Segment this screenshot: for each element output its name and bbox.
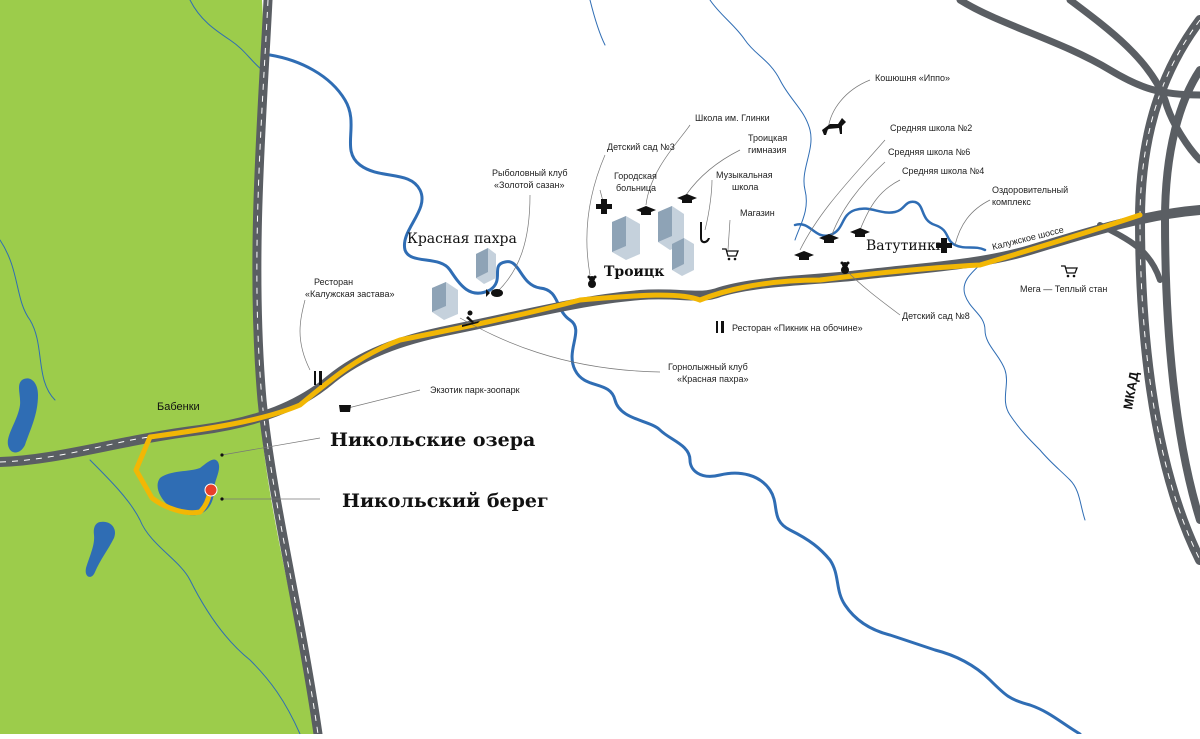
forest-stream [0,239,56,401]
label-nikolskie-ozera[interactable]: Никольские озера [330,429,535,451]
shopping-cart-icon[interactable] [722,248,739,261]
poi-bolnitsa: Городская [614,171,657,181]
label-nikolsky-bereg[interactable]: Никольский берег [342,490,549,512]
poi-detsad8: Детский сад №8 [902,311,970,321]
poi-shkola2: Средняя школа №2 [890,123,972,133]
stream-north-east [709,0,812,241]
lake-west [7,378,38,453]
poi-gimnaziya: гимназия [748,145,787,155]
poi-ryb-klub: «Золотой сазан» [494,180,564,190]
river-pakhra [268,53,1082,736]
poi-mega: Мега — Теплый стан [1020,284,1107,294]
poi-restoran-piknik: Ресторан «Пикник на обочине» [732,323,863,333]
skier-icon[interactable] [462,310,480,328]
poi-shkola4: Средняя школа №4 [902,166,984,176]
poi-magazin: Магазин [740,208,775,218]
teddy-bear-icon[interactable] [840,261,850,275]
forest-stream [189,0,263,71]
poi-muz-shkola: школа [732,182,758,192]
kaluzhskoe-shosse-route [147,212,1143,440]
poi-muz-shkola: Музыкальная [716,170,773,180]
saxophone-icon[interactable] [700,222,710,244]
building-icon [432,206,694,320]
shopping-cart-icon[interactable] [1061,265,1078,278]
road-label-mkad: МКАД [1120,370,1141,411]
hospital-cross-icon[interactable] [936,238,952,253]
town-krasnaya-pakhra: Красная пахра [407,231,517,247]
poi-shkola-glinki: Школа им. Глинки [695,113,770,123]
poi-gorn-klub: «Красная пахра» [677,374,749,384]
leader-dot [220,497,224,501]
location-pin-icon[interactable] [204,483,218,497]
mkad-road-inner [1161,66,1200,524]
graduation-cap-icon[interactable] [819,234,839,243]
fish-icon[interactable] [486,289,503,297]
graduation-cap-icon[interactable] [677,194,697,203]
lake-nikolskie-ozera [157,459,220,516]
ring-road-west-line [256,0,319,735]
stream-north [589,0,606,46]
graduation-cap-icon[interactable] [794,251,814,260]
horse-icon[interactable] [822,118,846,135]
poi-ozdorov: Оздоровительный [992,185,1068,195]
leader-lines [221,79,991,500]
graduation-cap-icon[interactable] [636,206,656,215]
town-troitsk: Троицк [604,264,664,280]
poi-ozdorov: комплекс [992,197,1031,207]
graduation-cap-icon[interactable] [850,228,870,237]
mkad-ramp [1097,222,1163,283]
restaurant-icon[interactable] [314,371,322,385]
lake-south [85,521,116,577]
poi-zoopark: Экзотик парк-зоопарк [430,385,520,395]
mkad-road-line [1139,19,1200,561]
forest-area [0,0,316,734]
route-loop [133,434,213,516]
mkad-ramp [956,0,1200,99]
river-vatutinki [793,200,987,252]
poi-koshushnya: Кошюшня «Иппо» [875,73,950,83]
poi-ryb-klub: Рыболовный клуб [492,168,568,178]
town-vatutinki: Ватутинки [866,238,945,254]
hospital-cross-icon[interactable] [596,199,612,214]
poi-gimnaziya: Троицкая [748,133,787,143]
poi-shkola6: Средняя школа №6 [888,147,970,157]
town-babenki: Бабенки [157,401,200,413]
zoo-icon[interactable] [339,405,351,412]
poi-detsad3: Детский сад №3 [607,142,675,152]
teddy-bear-icon[interactable] [587,275,597,289]
stream-east [963,259,1086,521]
poi-bolnitsa: больница [616,183,656,193]
poi-restoran-kaluzhskaya: Ресторан [314,277,353,287]
kaluzhskoe-shosse-line [0,436,151,463]
poi-gorn-klub: Горнолыжный клуб [668,362,748,372]
restaurant-icon[interactable] [716,321,724,333]
poi-restoran-kaluzhskaya: «Калужская застава» [305,289,395,299]
leader-dot [220,453,224,457]
forest-stream [89,459,301,735]
